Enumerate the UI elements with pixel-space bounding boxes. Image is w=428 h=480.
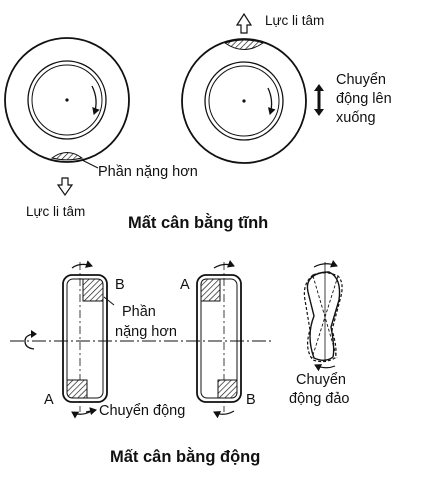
label-A-right: A — [180, 277, 190, 293]
static-imbalance-section: Lực li tâm Chuyển động lên xuống Phần nặ… — [4, 12, 392, 232]
label-wobble-line2: động đảo — [289, 391, 349, 407]
label-motion-line2: động lên — [336, 91, 392, 107]
label-force-bottom: Lực li tâm — [26, 204, 85, 219]
up-down-arrow-icon — [314, 84, 324, 116]
heavy-spot-A-right — [200, 278, 221, 302]
label-wobble-line1: Chuyển — [296, 372, 346, 388]
rotation-icon — [24, 333, 35, 350]
label-B-right: B — [246, 392, 256, 408]
title-static: Mất cân bằng tĩnh — [128, 213, 268, 232]
heavy-spot-bottom — [50, 152, 84, 161]
label-heavier-static: Phần nặng hơn — [98, 164, 198, 180]
dynamic-left-tire — [62, 260, 108, 419]
label-motion-line1: Chuyển — [336, 72, 386, 88]
heavy-spot-top — [223, 39, 265, 50]
label-motion-dynamic: Chuyển động — [99, 403, 185, 419]
force-arrow-down-icon — [56, 177, 74, 197]
wobble-figure — [303, 260, 343, 372]
force-arrow-up-icon — [235, 12, 253, 34]
static-left-wheel — [4, 37, 130, 163]
label-A-left: A — [44, 392, 54, 408]
heavy-spot-B-right — [217, 379, 238, 399]
dynamic-imbalance-section: B A A B Phần nặng hơn Chuyển động Chuyển… — [10, 260, 349, 466]
label-heavier-line2: nặng hơn — [115, 324, 177, 340]
heavy-spot-B-left — [82, 278, 104, 302]
dynamic-right-tire — [196, 260, 242, 419]
label-force-top: Lực li tâm — [265, 13, 324, 28]
label-heavier-line1: Phần — [122, 304, 156, 320]
heavy-spot-A-left — [66, 379, 88, 399]
static-right-wheel — [181, 38, 307, 164]
label-B-left: B — [115, 277, 125, 293]
title-dynamic: Mất cân bằng động — [110, 447, 260, 466]
label-motion-line3: xuống — [336, 110, 376, 126]
